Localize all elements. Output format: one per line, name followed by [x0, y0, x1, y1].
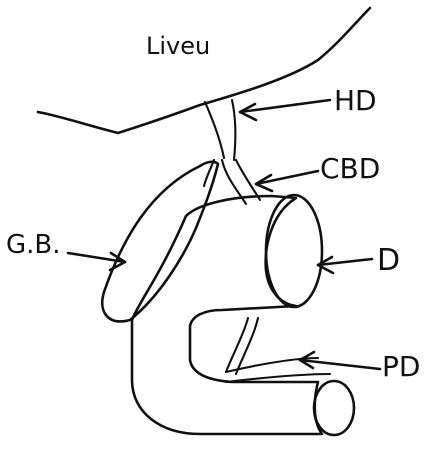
pd-label: PD: [382, 350, 420, 383]
liver-label: Liveu: [146, 32, 210, 60]
hd-arrow: [240, 100, 330, 120]
cbd-arrow: [256, 171, 318, 191]
cbd-label: CBD: [320, 152, 380, 185]
d-arrow: [318, 257, 372, 273]
gb-arrow: [68, 253, 125, 270]
pd-arrow: [300, 352, 380, 369]
common-bile-duct-distal: [226, 318, 248, 372]
liver-outline: [38, 8, 370, 133]
d-label: D: [377, 243, 400, 278]
hd-label: HD: [334, 84, 377, 117]
gallbladder-outline: [102, 162, 218, 322]
gb-label: G.B.: [6, 230, 61, 260]
hepatic-duct-right-branch: [232, 100, 235, 160]
duodenum-distal-cap: [314, 381, 354, 435]
duodenum-outline: [132, 196, 322, 434]
hepatic-duct-left-branch: [205, 102, 224, 158]
duodenum-proximal-cap: [266, 195, 322, 307]
